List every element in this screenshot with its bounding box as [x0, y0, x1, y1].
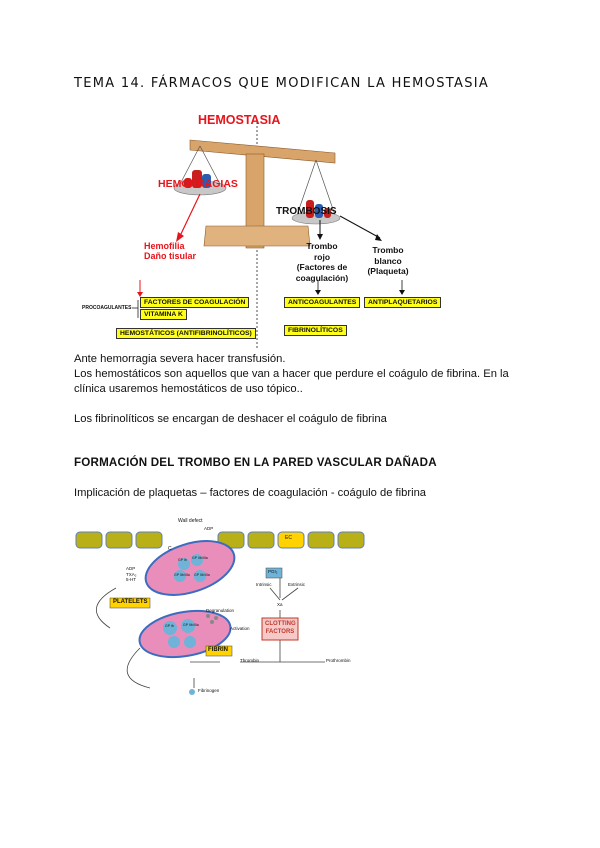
fibrinoliticos-box: FIBRINOLÍTICOS: [284, 325, 347, 336]
vitamina-box: VITAMINA K: [140, 309, 187, 320]
balance-illustration: [132, 122, 405, 348]
adp-top-label: ADP: [204, 526, 214, 531]
gp-label: GP Ib: [165, 624, 174, 628]
trombo-rojo-line: (Factores de: [296, 262, 348, 272]
dano-tisular-label: Daño tisular: [144, 251, 197, 261]
platelets-label: PLATELETS: [113, 599, 148, 605]
anticoagulantes-box: ANTICOAGULANTES: [284, 297, 361, 308]
paragraph-line: clínica usaremos hemostáticos de uso tóp…: [74, 383, 303, 395]
hemostasis-figure: HEMOSTASIA HEMORRAGIAS TROMBOSIS Hemofil…: [70, 108, 530, 348]
adp-item: ADP: [126, 566, 136, 571]
wall-defect-label: Wall defect: [178, 518, 203, 524]
trombo-rojo-label: Trombo rojo (Factores de coagulación): [292, 241, 352, 283]
thrombus-diagram: [75, 531, 365, 695]
adp-item: 5-HT: [126, 577, 136, 582]
trombosis-label: TROMBOSIS: [276, 206, 337, 217]
clotting-factors-label: CLOTTING FACTORS: [265, 620, 296, 636]
clotting-line: FACTORS: [265, 629, 295, 635]
trombo-rojo-line: rojo: [313, 251, 331, 262]
trombo-rojo-line: coagulación): [295, 272, 349, 283]
thrombin-label: Thrombin: [240, 658, 260, 663]
hemofilia-label: Hemofilia: [144, 241, 185, 251]
adp-list: ADP TXA₂ 5-HT: [126, 566, 137, 583]
trombo-blanco-line: Trombo: [372, 245, 404, 255]
text-block: Ante hemorragia severa hacer transfusión…: [74, 352, 524, 427]
thrombus-figure: Wall defect PLATELETS FIBRIN CLOTTING FA…: [70, 518, 370, 700]
clotting-line: CLOTTING: [265, 621, 296, 627]
c-label: C: [168, 546, 172, 552]
degranulation-label: Degranulation: [206, 608, 235, 613]
activation-label: Activation: [230, 626, 250, 631]
ec-label: EC: [285, 535, 292, 541]
gp-label: GP IIb/IIIa: [174, 573, 190, 577]
trombo-rojo-line: Trombo: [306, 241, 338, 251]
document-title: TEMA 14. FÁRMACOS QUE MODIFICAN LA HEMOS…: [74, 76, 490, 91]
trombo-blanco-line: blanco: [374, 255, 402, 266]
intrinsic-label: Intrinsic: [256, 582, 272, 587]
procoagulantes-label: PROCOAGULANTES: [82, 305, 132, 311]
gp-label: GP IIb/IIIa: [183, 623, 199, 627]
section-heading: FORMACIÓN DEL TROMBO EN LA PARED VASCULA…: [74, 456, 437, 469]
gp-label: GP IIb/IIIa: [192, 556, 208, 560]
xa-label: Xa: [277, 602, 283, 607]
paragraph-line: Los fibrinolíticos se encargan de deshac…: [74, 413, 387, 425]
paragraph-line: Ante hemorragia severa hacer transfusión…: [74, 353, 286, 365]
hemostasia-header: HEMOSTASIA: [198, 113, 281, 127]
antiplaquetarios-box: ANTIPLAQUETARIOS: [364, 297, 442, 308]
gp-label: GP Ib: [178, 558, 187, 562]
section-text: Implicación de plaquetas – factores de c…: [74, 487, 427, 499]
fibrin-label: FIBRIN: [208, 647, 228, 653]
trombo-blanco-line: (Plaqueta): [367, 266, 409, 276]
gp-label: GP IIb/IIIa: [194, 573, 210, 577]
fibrinogen-label: Fibrinogen: [198, 688, 220, 693]
prothrombin-label: Prothrombin: [326, 658, 351, 663]
pgi2-label: PGI₂: [268, 569, 278, 574]
hemorragias-label: HEMORRAGIAS: [158, 178, 238, 190]
extrinsic-label: Extrinsic: [288, 582, 306, 587]
factores-box: FACTORES DE COAGULACIÓN: [140, 297, 250, 308]
adp-item: TXA₂: [126, 571, 137, 577]
trombo-blanco-label: Trombo blanco (Plaqueta): [364, 245, 412, 277]
hemostaticos-box: HEMOSTÁTICOS (ANTIFIBRINOLÍTICOS): [116, 328, 256, 339]
paragraph-line: Los hemostáticos son aquellos que van a …: [74, 368, 509, 380]
